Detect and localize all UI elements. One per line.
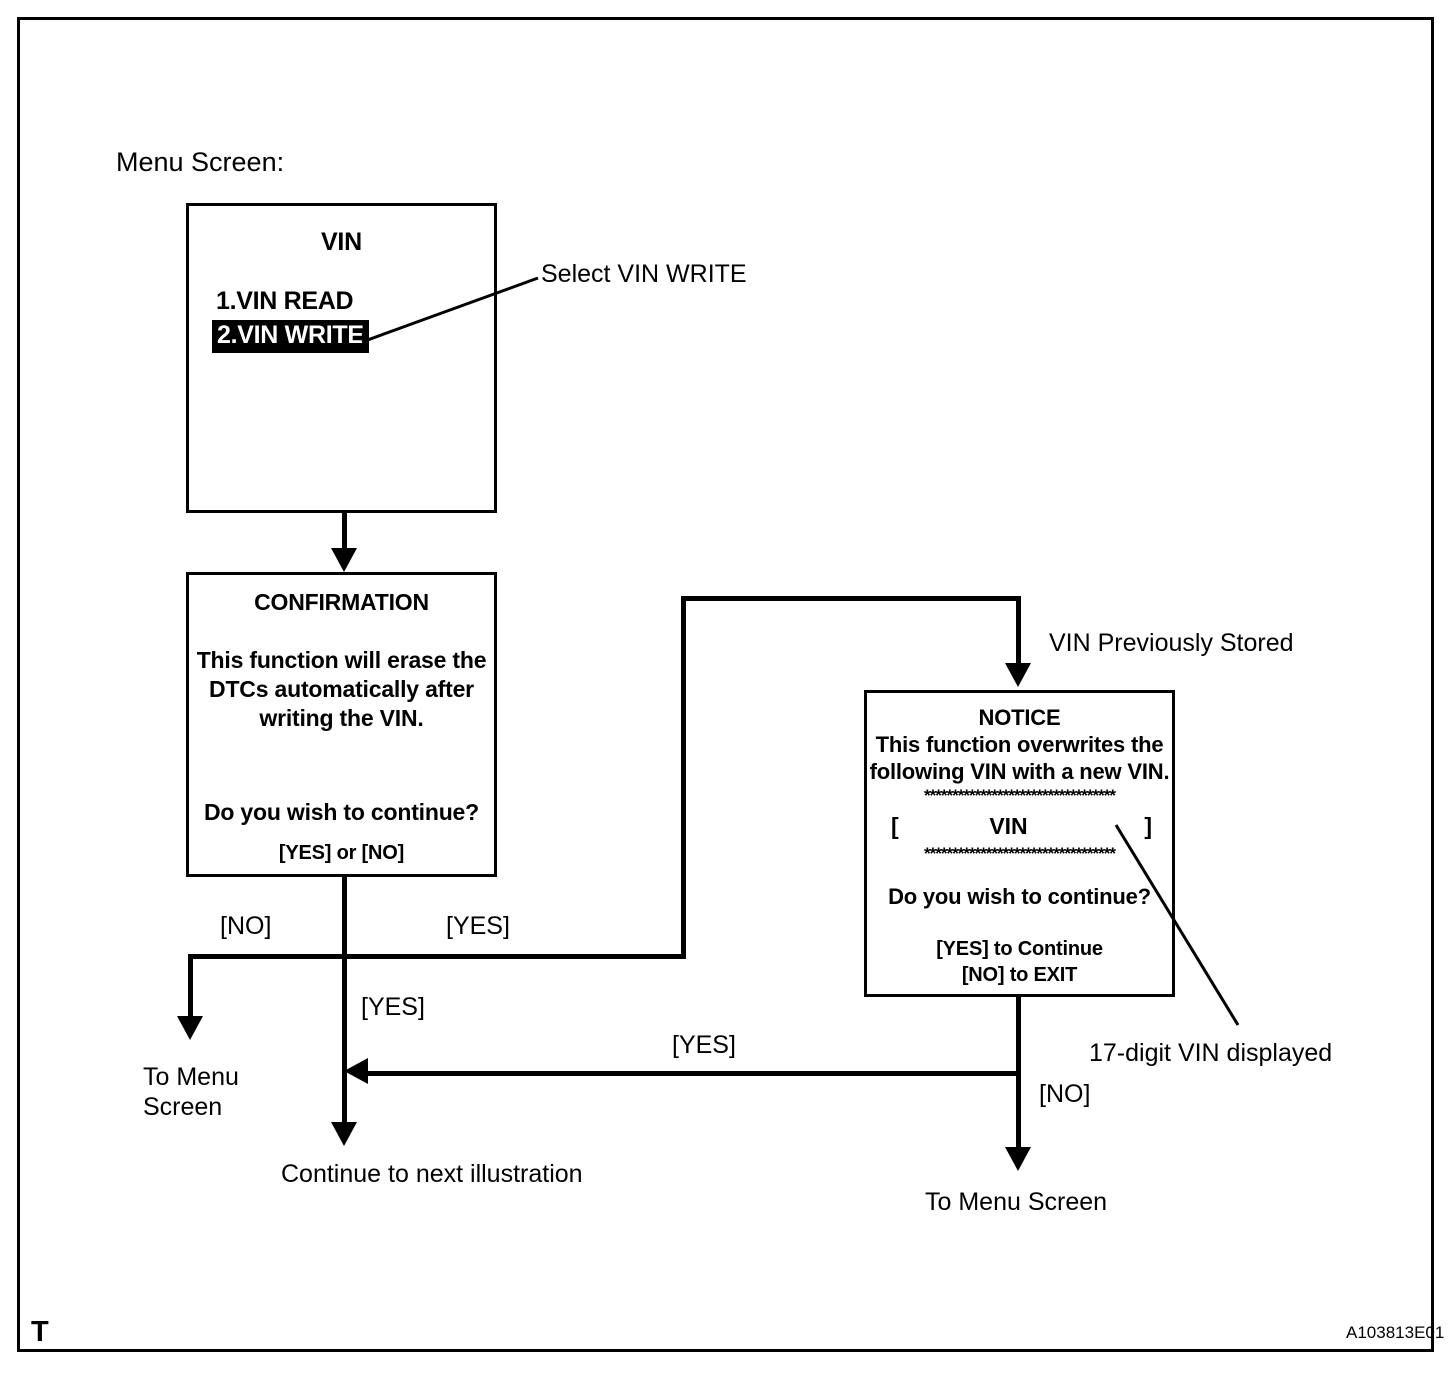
terminal-to-menu-screen-left: To Menu Screen (143, 1063, 239, 1121)
notice-vin-field: [ VIN ] (891, 813, 1152, 840)
arrowhead-vin-to-confirmation (331, 548, 357, 572)
notice-body-line-2: following VIN with a new VIN. (869, 759, 1170, 784)
notice-title: NOTICE (978, 705, 1061, 730)
vin-menu-item-vin-read[interactable]: 1.VIN READ (216, 287, 354, 315)
confirmation-body-line-2: DTCs automatically after (209, 676, 474, 702)
edge-label-no-exit: [NO] (1039, 1080, 1091, 1108)
annotation-vin-previously-stored: VIN Previously Stored (1049, 629, 1294, 657)
arrowhead-yes-return (344, 1058, 368, 1084)
arrowhead-to-notice (1005, 663, 1031, 687)
arrowhead-to-menu-screen-right (1005, 1147, 1031, 1171)
select-vin-write-leader (361, 276, 539, 344)
flow-confirmation-trunk (342, 877, 347, 1130)
screen-notice: NOTICE This function overwrites the foll… (864, 690, 1175, 997)
page-mark: T (31, 1316, 49, 1348)
flow-yes-branch-top-horizontal (681, 596, 1021, 601)
notice-vin-value: VIN (989, 813, 1028, 839)
notice-vin-right-bracket: ] (1144, 813, 1152, 839)
flow-vin-to-confirmation (342, 513, 347, 551)
annotation-select-vin-write: Select VIN WRITE (541, 260, 747, 288)
terminal-to-menu-screen-right: To Menu Screen (925, 1188, 1108, 1216)
notice-option-no: [NO] to EXIT (961, 964, 1078, 986)
vin-menu-title: VIN (320, 228, 363, 256)
flow-yes-branch-vertical-up (681, 596, 686, 959)
flow-yes-branch-down-to-notice (1016, 596, 1021, 667)
seventeen-digit-vin-leader (1114, 824, 1240, 1026)
vin-menu-item-vin-write[interactable]: 2.VIN WRITE (212, 320, 369, 353)
flow-notice-trunk (1016, 997, 1021, 1155)
page-caption: Menu Screen: (116, 147, 285, 177)
confirmation-options: [YES] or [NO] (278, 842, 405, 864)
confirmation-question: Do you wish to continue? (203, 799, 480, 825)
edge-label-yes-to-notice: [YES] (446, 912, 510, 940)
edge-label-yes-down: [YES] (361, 993, 425, 1021)
screen-confirmation: CONFIRMATION This function will erase th… (186, 572, 497, 877)
confirmation-body-line-1: This function will erase the (196, 647, 487, 673)
figure-id: A103813E01 (1346, 1323, 1445, 1342)
arrowhead-continue-next (331, 1122, 357, 1146)
confirmation-body-line-3: writing the VIN. (259, 705, 424, 731)
notice-rule-bottom: ********************************** (924, 844, 1116, 863)
annotation-17-digit-vin: 17-digit VIN displayed (1089, 1039, 1333, 1067)
confirmation-title: CONFIRMATION (254, 589, 429, 615)
arrowhead-to-menu-screen-left (177, 1016, 203, 1040)
notice-body-line-1: This function overwrites the (875, 732, 1164, 757)
flow-yes-branch-horizontal (342, 954, 686, 959)
screen-vin-menu: VIN (186, 203, 497, 513)
flow-no-branch-horizontal (188, 954, 345, 959)
notice-question: Do you wish to continue? (888, 884, 1151, 909)
edge-label-yes-return: [YES] (672, 1031, 736, 1059)
notice-rule-top: ********************************** (924, 786, 1116, 805)
edge-label-no-left: [NO] (220, 912, 272, 940)
notice-option-yes: [YES] to Continue (936, 938, 1103, 960)
terminal-continue-next: Continue to next illustration (281, 1160, 583, 1188)
flow-no-branch-vertical (188, 954, 193, 1022)
diagram-border (17, 17, 1434, 1352)
notice-vin-left-bracket: [ (891, 813, 899, 839)
flow-yes-return-horizontal (366, 1071, 1020, 1076)
